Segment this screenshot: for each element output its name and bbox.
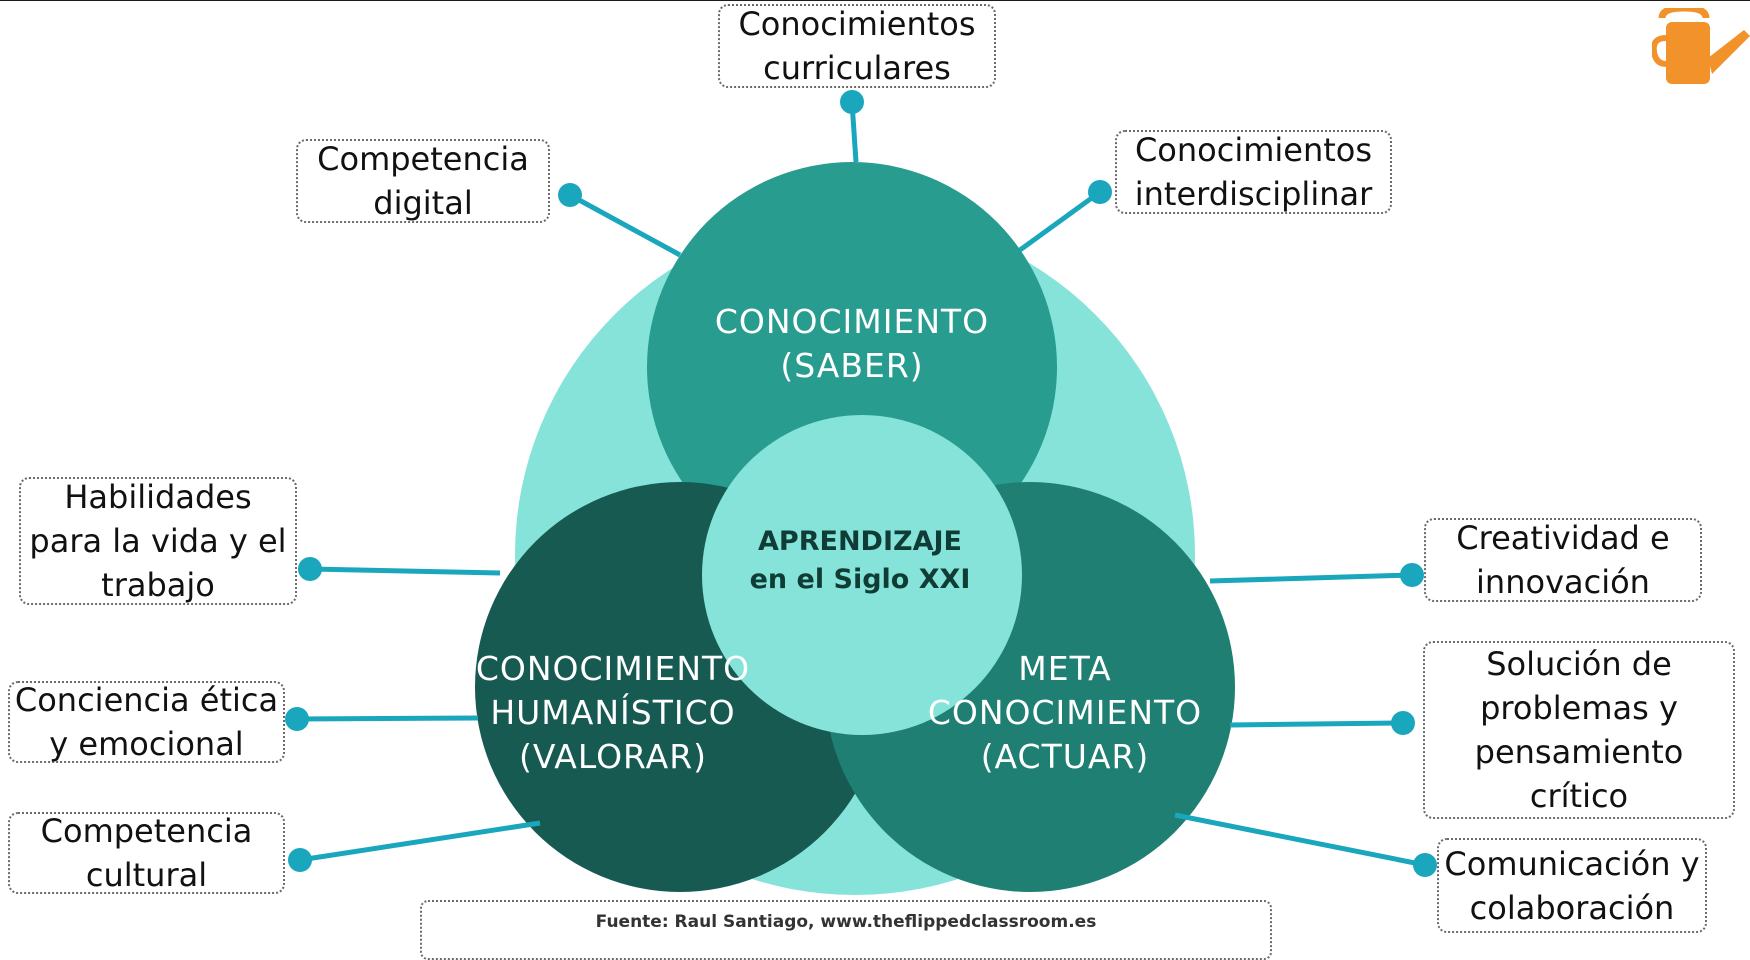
dot-cultural — [288, 848, 312, 872]
watering-can-icon — [1652, 8, 1750, 84]
connector-comunicacion — [1174, 812, 1426, 868]
top-border-line — [0, 0, 1750, 1]
label-meta: META CONOCIMIENTO (ACTUAR) — [927, 649, 1203, 776]
connector-digital — [568, 192, 682, 258]
dot-solucion — [1391, 711, 1415, 735]
label-center: APRENDIZAJE en el Siglo XXI — [749, 526, 971, 595]
source-credit: Fuente: Raul Santiago, www.theflippedcla… — [420, 900, 1272, 960]
box-comunicacion: Comunicación y colaboración — [1437, 838, 1707, 933]
box-digital: Competencia digital — [296, 139, 550, 223]
box-curriculares: Conocimientos curriculares — [718, 4, 996, 88]
connector-habilidades — [309, 566, 501, 576]
box-interdisciplinar: Conocimientos interdisciplinar — [1115, 130, 1392, 214]
learning-diagram — [285, 90, 1437, 895]
connector-interdisciplinar — [1018, 189, 1102, 253]
connector-etica — [296, 715, 479, 722]
dot-comunicacion — [1413, 853, 1437, 877]
label-humanistico: CONOCIMIENTO HUMANÍSTICO (VALORAR) — [475, 649, 751, 776]
box-curriculares-text: Conocimientos curriculares — [738, 5, 976, 87]
box-habilidades: Habilidades para la vida y el trabajo — [19, 477, 297, 605]
connector-creatividad — [1209, 572, 1413, 584]
box-solucion: Solución de problemas y pensamiento crít… — [1423, 641, 1735, 819]
label-conocimiento: CONOCIMIENTO (SABER) — [714, 302, 990, 385]
box-creatividad-text: Creatividad e innovación — [1456, 519, 1670, 601]
box-digital-text: Competencia digital — [317, 140, 529, 222]
dot-curriculares — [840, 90, 864, 114]
box-comunicacion-text: Comunicación y colaboración — [1444, 844, 1700, 927]
box-habilidades-text: Habilidades para la vida y el trabajo — [29, 478, 287, 604]
box-interdisciplinar-text: Conocimientos interdisciplinar — [1134, 131, 1373, 213]
connector-cultural — [299, 820, 541, 863]
dot-etica — [285, 707, 309, 731]
dot-creatividad — [1400, 563, 1424, 587]
box-cultural-text: Competencia cultural — [40, 812, 253, 894]
dot-habilidades — [298, 557, 322, 581]
box-solucion-text: Solución de problemas y pensamiento crít… — [1474, 645, 1684, 815]
circle-center — [702, 415, 1022, 735]
box-etica-text: Conciencia ética y emocional — [14, 681, 279, 763]
dot-interdisciplinar — [1088, 180, 1112, 204]
box-etica: Conciencia ética y emocional — [8, 681, 285, 763]
box-cultural: Competencia cultural — [8, 812, 285, 894]
connector-solucion — [1229, 720, 1404, 728]
dot-digital — [558, 183, 582, 207]
box-creatividad: Creatividad e innovación — [1424, 518, 1702, 602]
source-text: Fuente: Raul Santiago, www.theflippedcla… — [595, 912, 1097, 932]
